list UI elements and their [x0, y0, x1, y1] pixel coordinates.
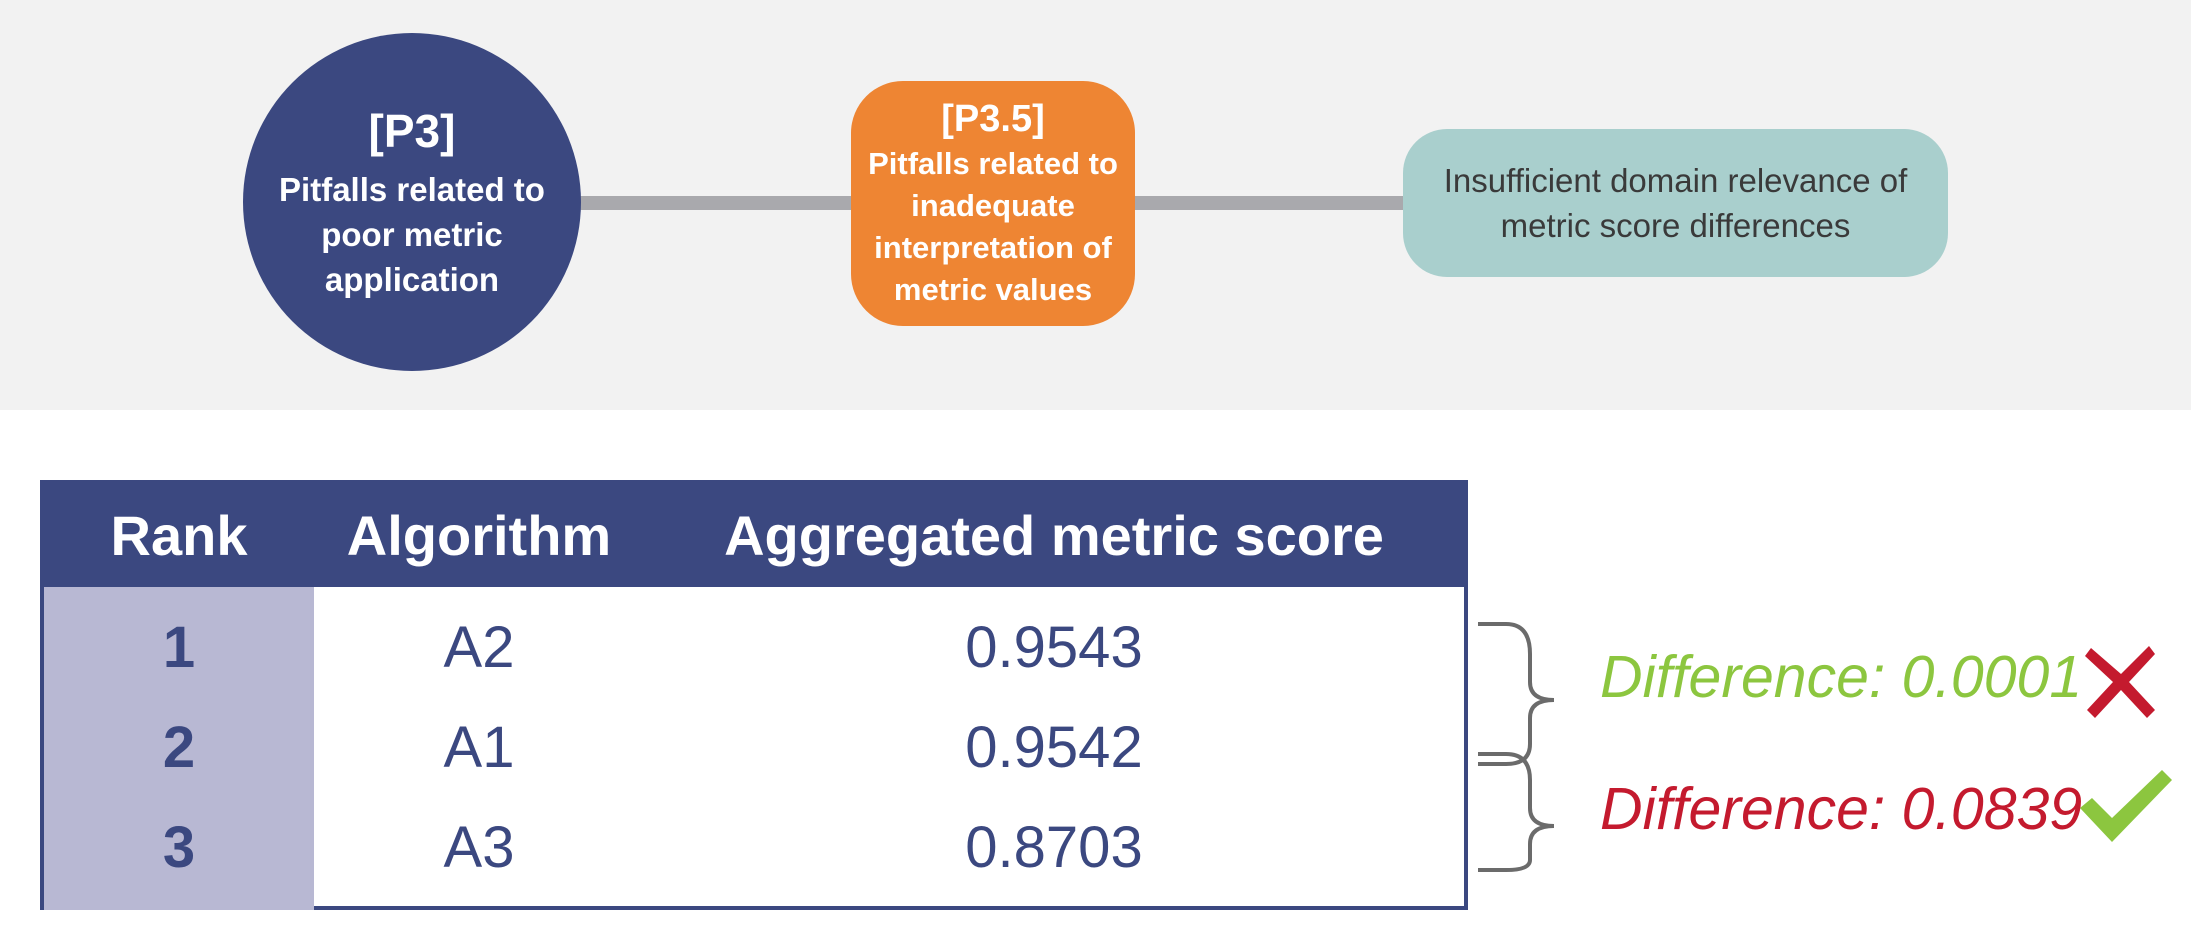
pitfall-node: Insufficient domain relevance of metric … [1403, 129, 1948, 277]
difference-label-1: Difference: 0.0001 [1600, 644, 2083, 710]
header-algorithm: Algorithm [346, 504, 612, 567]
subcategory-code: [P3.5] [941, 97, 1045, 140]
ranking-table: Rank Algorithm Aggregated metric score 1… [40, 480, 1468, 910]
row-1-algorithm: A2 [443, 614, 515, 680]
subcategory-description: Pitfalls related to inadequate interpret… [868, 145, 1118, 307]
row-3-rank: 3 [162, 814, 196, 880]
category-description: Pitfalls related to poor metric applicat… [279, 170, 545, 298]
row-3-algorithm: A3 [443, 814, 515, 880]
brace-lower [1478, 752, 1555, 872]
row-2-algorithm: A1 [443, 714, 515, 780]
rank-column-background [44, 587, 314, 910]
subcategory-node: [P3.5] Pitfalls related to inadequate in… [851, 81, 1135, 326]
row-2-rank: 2 [162, 714, 196, 780]
row-1-score: 0.9543 [965, 614, 1143, 680]
header-score: Aggregated metric score [724, 504, 1384, 567]
cross-icon [2085, 646, 2155, 718]
pitfall-hierarchy-band: [P3] Pitfalls related to poor metric app… [0, 0, 2191, 410]
pitfall-description: Insufficient domain relevance of metric … [1443, 162, 1908, 244]
category-node: [P3] Pitfalls related to poor metric app… [243, 33, 581, 371]
difference-braces [1478, 622, 1555, 872]
category-code: [P3] [368, 104, 456, 157]
table-header-row [44, 484, 1464, 587]
check-icon [2080, 770, 2172, 842]
header-rank: Rank [110, 504, 248, 567]
brace-upper [1478, 622, 1555, 766]
row-2-score: 0.9542 [965, 714, 1143, 780]
row-1-rank: 1 [162, 614, 196, 680]
row-3-score: 0.8703 [965, 814, 1143, 880]
difference-label-2: Difference: 0.0839 [1600, 776, 2083, 842]
